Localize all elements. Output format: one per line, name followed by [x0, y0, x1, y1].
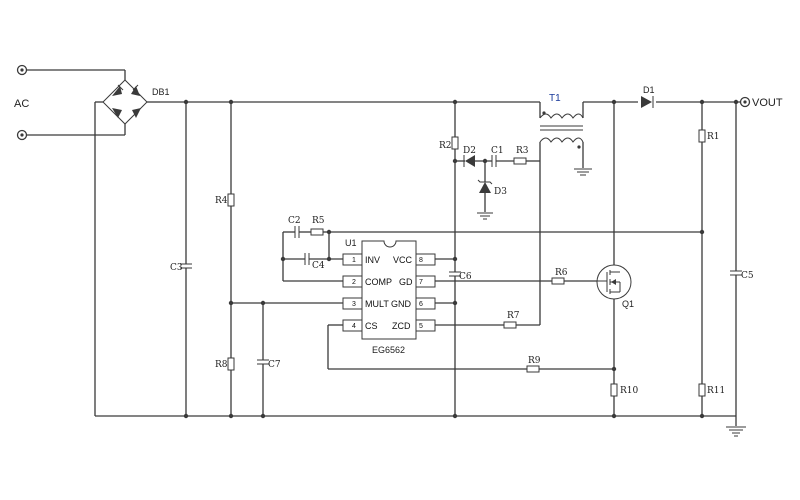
pin5-name: ZCD [392, 321, 411, 331]
c1-label: C1 [491, 146, 504, 156]
pin7-number: 7 [419, 279, 423, 286]
d3-label: D3 [494, 187, 507, 197]
r1-label: R1 [707, 132, 720, 142]
vcc-supply: R2 C6 [439, 102, 472, 416]
pin1-number: 1 [352, 257, 356, 264]
bottom-rail [95, 413, 746, 437]
top-rail [160, 99, 740, 105]
vout-label: VOUT [752, 97, 783, 109]
pin4-name: CS [365, 321, 378, 331]
pin4-number: 4 [352, 323, 356, 330]
c2-label: C2 [288, 216, 301, 226]
bridge-rectifier-db1: DB1 [94, 79, 170, 416]
r9-label: R9 [528, 356, 541, 366]
r11-label: R11 [707, 386, 725, 396]
d1-label: D1 [643, 85, 655, 95]
vout-terminal[interactable]: VOUT [739, 96, 783, 109]
r10-label: R10 [620, 386, 639, 396]
zcd-resistor: R7 [503, 311, 540, 329]
c5-label: C5 [741, 271, 754, 281]
gate-drive: R6 [551, 268, 597, 285]
divider-r4-r8: R4 R8 [215, 102, 235, 416]
ac-label: AC [14, 98, 29, 110]
r6-label: R6 [555, 268, 568, 278]
pin7-name: GD [399, 277, 413, 287]
transformer-t1: T1 [539, 93, 592, 325]
c4-label: C4 [312, 261, 325, 271]
pin8-name: VCC [393, 255, 413, 265]
pin2-number: 2 [352, 279, 356, 286]
cs-sense-line: R9 [327, 324, 617, 373]
pin5-number: 5 [419, 323, 423, 330]
pin8-number: 8 [419, 257, 423, 264]
aux-winding-path: D2 C1 R3 D3 [455, 146, 540, 220]
mosfet-q1[interactable]: Q1 [596, 102, 634, 384]
c6-label: C6 [459, 272, 472, 282]
capacitor-c3: C3 [170, 102, 192, 416]
u1-label: U1 [345, 238, 357, 248]
r8-label: R8 [215, 360, 228, 370]
ac-input: AC [14, 64, 126, 141]
pin6-number: 6 [419, 301, 423, 308]
t1-label: T1 [549, 93, 561, 104]
q1-label: Q1 [622, 299, 634, 309]
db1-label: DB1 [152, 87, 170, 97]
c3-label: C3 [170, 263, 183, 273]
output-divider: R1 R11 [698, 102, 725, 416]
pin3-name: MULT [365, 299, 389, 309]
compensation-network: C2 R5 C4 [280, 216, 705, 282]
r3-label: R3 [516, 146, 529, 156]
r2-label: R2 [439, 141, 452, 151]
capacitor-c7: C7 [231, 300, 343, 416]
r5-label: R5 [312, 216, 325, 226]
d2-label: D2 [463, 146, 476, 156]
output-diode-d1: D1 [641, 85, 655, 108]
ic-part-number: EG6562 [372, 345, 405, 355]
r7-label: R7 [507, 311, 520, 321]
pin3-number: 3 [352, 301, 356, 308]
sense-resistor-r10: R10 [610, 383, 639, 416]
pin2-name: COMP [365, 277, 392, 287]
pin6-name: GND [391, 299, 412, 309]
r4-label: R4 [215, 196, 228, 206]
c7-label: C7 [268, 360, 281, 370]
ic-u1: U1 EG6562 1 INV 2 COMP 3 MULT 4 CS 8 VCC… [342, 238, 552, 355]
output-capacitor-c5: C5 [730, 99, 754, 416]
pin1-name: INV [365, 255, 380, 265]
